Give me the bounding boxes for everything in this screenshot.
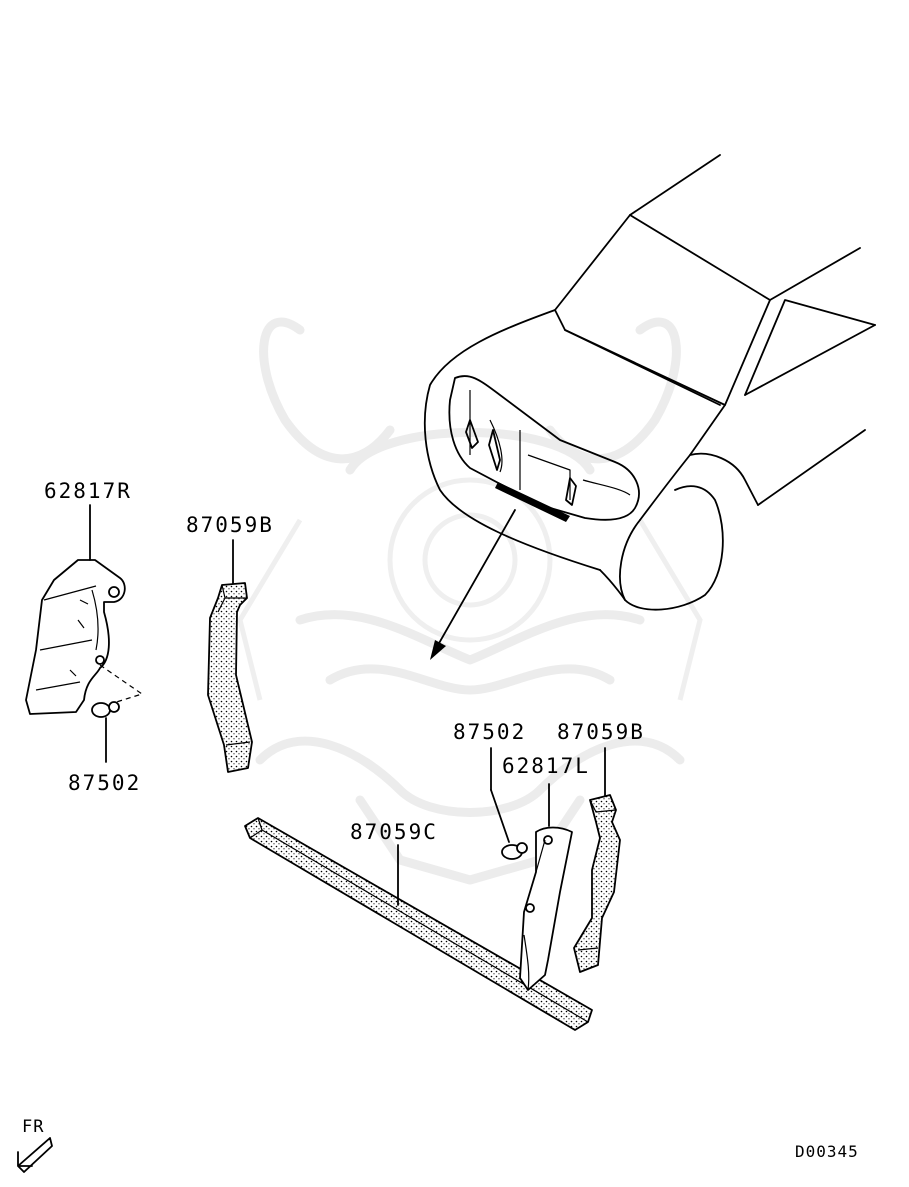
clip-right-part[interactable] (91, 701, 120, 763)
shield-right-part[interactable] (25, 504, 143, 715)
label-clip-right[interactable]: 87502 (68, 771, 142, 795)
watermark-emblem (237, 317, 703, 885)
front-crossmember-part[interactable] (244, 817, 593, 1031)
label-shield-left[interactable]: 62817L (502, 754, 590, 778)
label-front-crossmember[interactable]: 87059C (350, 820, 438, 844)
label-strut-left[interactable]: 87059B (557, 720, 645, 744)
label-clip-left[interactable]: 87502 (453, 720, 527, 744)
shield-left-part[interactable] (519, 783, 573, 991)
front-direction-label: FR (22, 1117, 45, 1137)
clip-left-part[interactable] (490, 747, 528, 860)
label-shield-right[interactable]: 62817R (44, 479, 132, 503)
front-direction-arrow (17, 1137, 53, 1173)
vehicle-front-outline (423, 154, 876, 660)
strut-left-part[interactable] (573, 747, 621, 973)
strut-right-part[interactable] (207, 539, 253, 773)
label-strut-right[interactable]: 87059B (186, 513, 274, 537)
diagram-code: D00345 (795, 1142, 859, 1161)
